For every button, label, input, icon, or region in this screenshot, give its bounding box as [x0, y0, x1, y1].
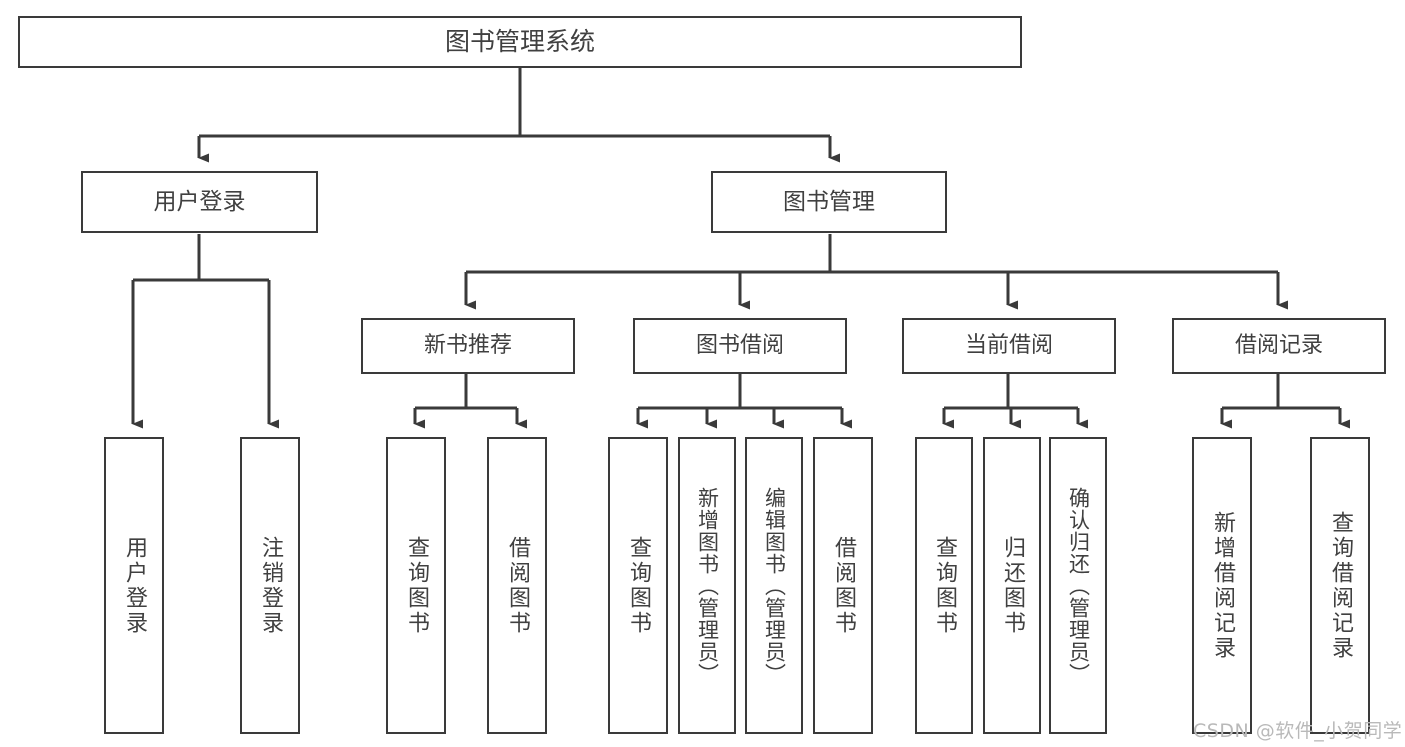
- node-root-system[interactable]: 图书管理系统: [18, 16, 1022, 68]
- node-current-borrow-label: 当前借阅: [964, 333, 1053, 359]
- leaf-query-book-current[interactable]: 查询图书: [915, 437, 973, 734]
- leaf-add-book-admin-label: 新增图书（管理员）: [695, 486, 720, 685]
- leaf-return-book-label: 归还图书: [1000, 535, 1025, 636]
- leaf-logout[interactable]: 注销登录: [240, 437, 300, 734]
- node-current-borrow[interactable]: 当前借阅: [902, 318, 1116, 374]
- leaf-borrow-book-borrow-label: 借阅图书: [831, 535, 856, 636]
- leaf-user-login[interactable]: 用户登录: [104, 437, 164, 734]
- node-book-management[interactable]: 图书管理: [711, 171, 947, 233]
- leaf-borrow-book-recommend[interactable]: 借阅图书: [487, 437, 547, 734]
- leaf-logout-label: 注销登录: [258, 535, 283, 636]
- node-book-borrow[interactable]: 图书借阅: [633, 318, 847, 374]
- leaf-edit-book-admin-label: 编辑图书（管理员）: [762, 486, 787, 685]
- node-new-book-recommend[interactable]: 新书推荐: [361, 318, 575, 374]
- watermark-csdn: CSDN @软件_小贺同学: [1193, 720, 1403, 742]
- leaf-user-login-label: 用户登录: [122, 535, 147, 636]
- leaf-borrow-book-recommend-label: 借阅图书: [505, 535, 530, 636]
- node-book-management-label: 图书管理: [783, 188, 875, 215]
- leaf-add-book-admin[interactable]: 新增图书（管理员）: [678, 437, 736, 734]
- node-new-book-recommend-label: 新书推荐: [423, 333, 512, 359]
- leaf-query-book-current-label: 查询图书: [932, 535, 957, 636]
- leaf-query-book-recommend[interactable]: 查询图书: [386, 437, 446, 734]
- leaf-query-borrow-record-label: 查询借阅记录: [1328, 510, 1353, 661]
- node-root-system-label: 图书管理系统: [444, 26, 595, 56]
- leaf-edit-book-admin[interactable]: 编辑图书（管理员）: [745, 437, 803, 734]
- node-user-login-label: 用户登录: [153, 188, 246, 215]
- node-book-borrow-label: 图书借阅: [695, 333, 784, 359]
- leaf-borrow-book-borrow[interactable]: 借阅图书: [813, 437, 873, 734]
- leaf-query-book-borrow[interactable]: 查询图书: [608, 437, 668, 734]
- leaf-query-book-recommend-label: 查询图书: [404, 535, 429, 636]
- leaf-add-borrow-record-label: 新增借阅记录: [1210, 510, 1235, 661]
- leaf-confirm-return-admin[interactable]: 确认归还（管理员）: [1049, 437, 1107, 734]
- node-borrow-record[interactable]: 借阅记录: [1172, 318, 1386, 374]
- leaf-query-borrow-record[interactable]: 查询借阅记录: [1310, 437, 1370, 734]
- leaf-return-book[interactable]: 归还图书: [983, 437, 1041, 734]
- leaf-query-book-borrow-label: 查询图书: [626, 535, 651, 636]
- leaf-confirm-return-admin-label: 确认归还（管理员）: [1066, 486, 1091, 685]
- leaf-add-borrow-record[interactable]: 新增借阅记录: [1192, 437, 1252, 734]
- node-borrow-record-label: 借阅记录: [1234, 333, 1323, 359]
- node-user-login[interactable]: 用户登录: [81, 171, 318, 233]
